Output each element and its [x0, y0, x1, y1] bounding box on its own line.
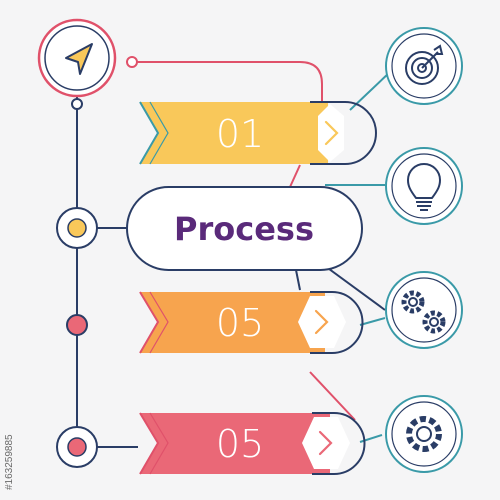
top-connector — [135, 61, 323, 104]
chevron-right-icon — [324, 120, 339, 146]
orange-yellow-connector — [289, 164, 301, 188]
step-number-2: 05 — [216, 301, 264, 345]
step-number-1: 01 — [216, 112, 264, 156]
timeline-node-3 — [56, 426, 98, 468]
step-banner-2: 05 — [139, 291, 364, 354]
chevron-right-icon — [318, 430, 333, 456]
gears-icon-circle — [385, 271, 463, 349]
gear-icon — [406, 416, 442, 452]
step-number-3: 05 — [216, 422, 264, 466]
process-title-box: Process — [126, 186, 363, 271]
chevron-right-icon — [314, 309, 329, 335]
timeline-node-1 — [56, 207, 98, 249]
process-title: Process — [174, 210, 314, 248]
compass-node — [37, 18, 138, 98]
icon3b-connector — [359, 317, 386, 326]
icon4-connector — [309, 371, 356, 421]
watermark-id: #163259885 — [4, 434, 15, 490]
target-icon-circle — [385, 27, 463, 105]
target-icon — [405, 44, 444, 85]
timeline-dot-small — [71, 98, 83, 110]
watermark: #163259885 — [4, 434, 15, 490]
timeline-node-2 — [66, 314, 88, 336]
lightbulb-icon-circle — [385, 147, 463, 225]
lightbulb-icon — [407, 163, 441, 211]
navigation-arrow-icon — [65, 43, 93, 75]
gears-icon — [401, 290, 446, 334]
gear-icon-circle — [385, 395, 463, 473]
compass-connector-dot — [126, 56, 138, 68]
step-banner-1: 01 — [139, 101, 377, 165]
step-banner-3: 05 — [139, 412, 366, 475]
